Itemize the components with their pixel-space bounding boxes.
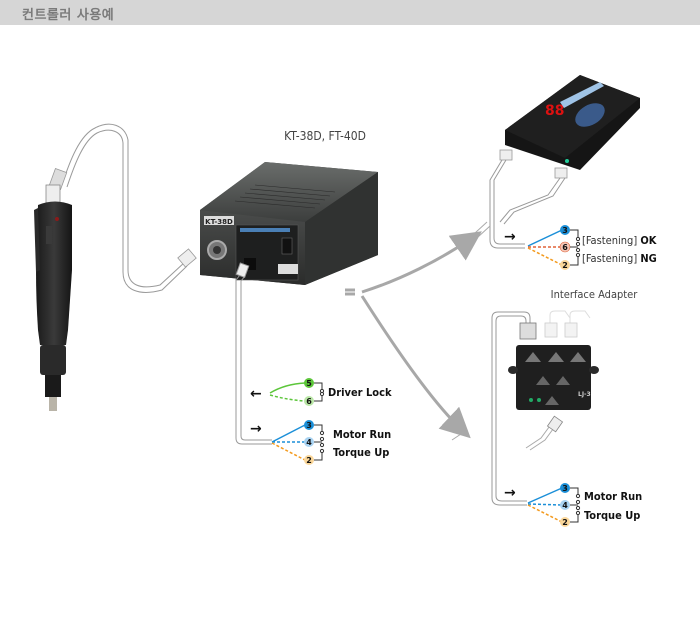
controller-badge: KT-38D xyxy=(205,218,233,226)
pin-label: 3 xyxy=(562,484,568,493)
controller-input-wires xyxy=(271,424,306,461)
pin-5-badge xyxy=(304,378,314,388)
adapter-io-pins: 3 4 2 xyxy=(560,483,570,527)
controller-input-pins: 3 4 2 xyxy=(304,420,314,465)
monitor-io-labels: [Fastening] OK [Fastening] NG xyxy=(582,234,657,265)
torque-up-label: Torque Up xyxy=(584,509,640,522)
pin-4-badge xyxy=(560,500,570,510)
arrow-to-monitor xyxy=(361,231,482,294)
adapter-io-labels: Motor Run Torque Up xyxy=(584,490,642,522)
fastening-ng-status: NG xyxy=(640,252,656,265)
monitor-io-pins: 3 6 2 xyxy=(559,225,571,270)
pin-label: 6 xyxy=(562,243,568,252)
pin-label: 2 xyxy=(562,518,568,527)
controller-unit: KT-38D xyxy=(200,162,378,285)
adapter-io-wires xyxy=(527,487,563,523)
adapter-switch-contacts xyxy=(570,487,581,523)
adapter-badge: LJ-3 xyxy=(578,391,591,398)
adapter-faded-cables xyxy=(549,310,591,325)
arrow-right-icon: → xyxy=(250,421,262,437)
section-header: 컨트롤러 사용예 xyxy=(0,0,700,25)
interface-adapter: LJ-3 xyxy=(508,322,599,433)
power-switch xyxy=(281,237,293,255)
pin-2-badge xyxy=(304,455,314,465)
controller-input-labels: Motor Run Torque Up xyxy=(333,428,391,459)
controller-model-label: KT-38D, FT-40D xyxy=(284,129,366,143)
svg-text:[Fastening] NG: [Fastening] NG xyxy=(582,252,657,265)
arrow-left-icon: ← xyxy=(250,386,262,402)
driver-lock-pins: 5 6 xyxy=(304,378,314,406)
pin-3-badge xyxy=(560,225,570,235)
motor-run-label: Motor Run xyxy=(333,428,391,441)
controller-io-cable xyxy=(235,262,272,445)
pin-3-badge xyxy=(560,483,570,493)
pin-label: 3 xyxy=(306,421,312,430)
fastening-ok-prefix: [Fastening] xyxy=(582,234,637,247)
pin-3-badge xyxy=(304,420,314,430)
section-title: 컨트롤러 사용예 xyxy=(22,8,115,23)
driver-lock-contacts xyxy=(314,382,325,402)
driver-plug xyxy=(177,248,197,268)
driver-lock-label: Driver Lock xyxy=(328,386,392,399)
pin-4-badge xyxy=(304,437,314,447)
svg-text:[Fastening] OK: [Fastening] OK xyxy=(582,234,657,247)
fastening-ng-prefix: [Fastening] xyxy=(582,252,637,265)
pin-label: 4 xyxy=(562,501,568,510)
arrow-right-icon: → xyxy=(504,485,516,501)
driver-cable xyxy=(61,123,188,293)
fastening-ok-status: OK xyxy=(640,234,656,247)
pin-label: 4 xyxy=(306,438,312,447)
torque-monitor: 88 xyxy=(499,75,640,179)
pin-label: 2 xyxy=(562,261,568,270)
monitor-switch-contacts xyxy=(570,229,581,266)
arrow-to-adapter xyxy=(360,295,471,439)
adapter-cables xyxy=(491,311,557,506)
arrow-right-icon: → xyxy=(504,229,516,245)
pin-6-badge xyxy=(304,396,314,406)
pin-label: 5 xyxy=(306,379,312,388)
pin-label: 6 xyxy=(306,397,312,406)
signal-arrows xyxy=(345,231,482,439)
motor-run-label: Motor Run xyxy=(584,490,642,503)
pin-2-badge xyxy=(560,517,570,527)
driver-lock-wires xyxy=(269,382,306,402)
monitor-io-wires xyxy=(527,229,563,266)
electric-screwdriver xyxy=(34,167,72,411)
pin-2-badge xyxy=(560,260,570,270)
monitor-cables xyxy=(489,159,566,249)
torque-up-label: Torque Up xyxy=(333,446,389,459)
controller-input-contacts xyxy=(314,424,325,461)
pin-label: 2 xyxy=(306,456,312,465)
adapter-label: Interface Adapter xyxy=(551,288,639,301)
pin-label: 3 xyxy=(562,226,568,235)
monitor-display: 88 xyxy=(545,103,564,119)
